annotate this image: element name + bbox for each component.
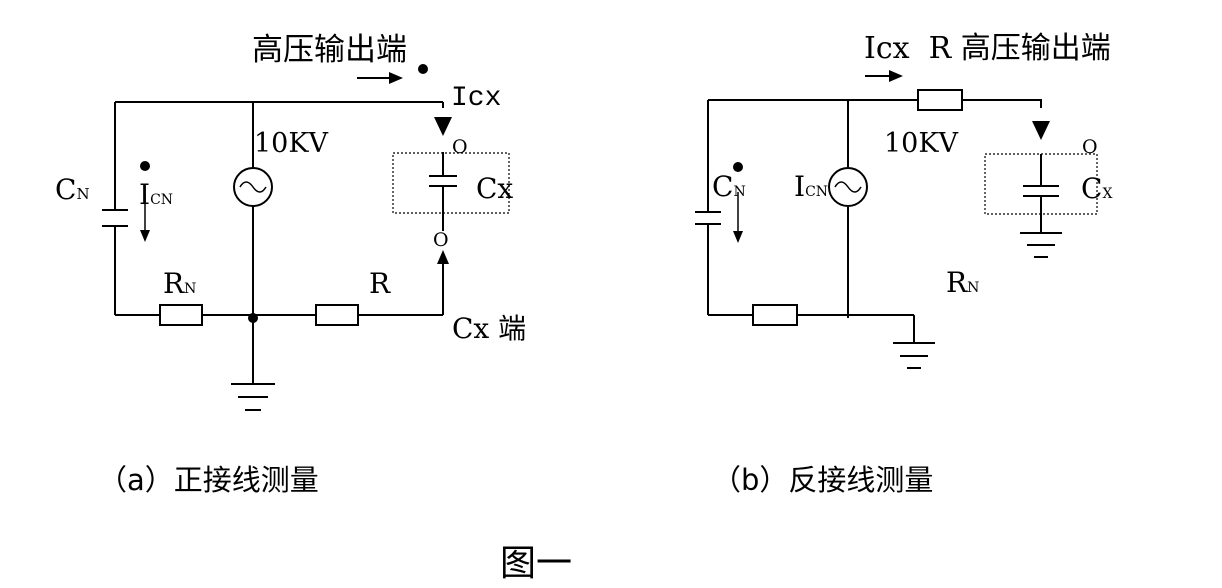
a-terminal-bottom-label: O: [433, 229, 449, 251]
diagram-b-reverse-wiring: Icx R 高压输出端 10KV CN ICN O CX RN （b）反接线测量: [695, 31, 1112, 497]
b-caption: （b）反接线测量: [712, 463, 933, 497]
a-voltage-label: 10KV: [254, 128, 329, 159]
a-cn-polarity-dot: [140, 161, 150, 171]
a-rn-label: RN: [163, 267, 196, 300]
a-cx-terminal-label: Cx 端: [452, 312, 526, 345]
a-hv-polarity-dot: [418, 64, 428, 74]
b-icx-down-arrow-icon: [1032, 121, 1050, 140]
a-cx-up-arrow-icon: [437, 250, 449, 264]
b-ac-source-icon: [828, 167, 868, 207]
a-icx-label: Icx: [451, 83, 501, 114]
b-cn-label: CN: [712, 170, 746, 203]
a-cx-dashed-box: [392, 152, 510, 214]
a-icx-right-arrow-icon: [357, 72, 403, 84]
b-r-resistor: [917, 89, 963, 111]
b-ground-icon-right: [1020, 232, 1062, 258]
b-cx-dashed-box: [984, 153, 1098, 215]
b-top-label: Icx R 高压输出端: [864, 31, 1111, 66]
b-rn-resistor: [752, 304, 798, 326]
b-ground-icon-left: [893, 342, 935, 369]
a-rn-resistor: [159, 304, 203, 326]
b-rn-label: RN: [946, 266, 979, 299]
a-cx-label: Cx: [476, 172, 513, 205]
b-icx-right-arrow-icon: [865, 70, 903, 82]
a-caption: （a）正接线测量: [98, 463, 319, 497]
b-icn-arrow-icon: [733, 192, 743, 243]
b-icn-label: ICN: [794, 170, 828, 203]
a-terminal-top-label: O: [452, 136, 468, 158]
a-cx-capacitor: [429, 175, 457, 187]
a-icn-label: ICN: [139, 178, 173, 211]
a-r-resistor: [315, 304, 359, 326]
b-cn-polarity-dot: [733, 162, 743, 172]
b-terminal-top-label: O: [1082, 136, 1098, 158]
a-icx-down-arrow-icon: [434, 117, 452, 136]
b-cx-capacitor: [1023, 185, 1059, 197]
b-cn-capacitor: [695, 211, 721, 225]
a-hv-output-label: 高压输出端: [252, 32, 407, 68]
a-icn-arrow-icon: [140, 193, 150, 242]
a-ac-source-icon: [233, 167, 273, 207]
a-cn-capacitor: [102, 209, 128, 227]
b-top-wire: [708, 99, 1042, 108]
b-voltage-label: 10KV: [884, 128, 959, 159]
a-r-label: R: [369, 267, 391, 300]
diagram-a-positive-wiring: 高压输出端 Icx 10KV CN ICN O O Cx RN R Cx 端 （…: [55, 32, 526, 497]
figure-title: 图一: [500, 543, 572, 584]
a-cn-label: CN: [55, 173, 90, 206]
a-junction-dot: [248, 313, 258, 323]
b-cx-label: CX: [1081, 172, 1112, 205]
a-ground-icon: [231, 383, 275, 411]
